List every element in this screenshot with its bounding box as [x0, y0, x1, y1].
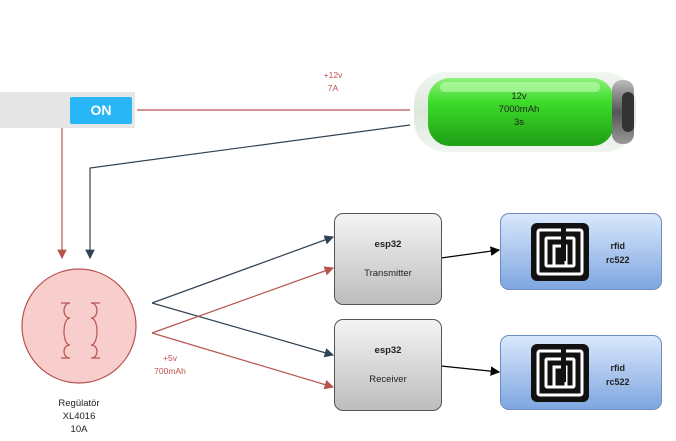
- transmitter-subtitle: Transmitter: [364, 268, 412, 279]
- regulator-model: XL4016: [62, 411, 96, 422]
- rfid-top-name: rfid: [610, 241, 626, 251]
- receiver-subtitle: Receiver: [369, 374, 407, 385]
- wire-transmitter-to-rfid: [440, 246, 501, 259]
- receiver-title: esp32: [374, 345, 402, 356]
- battery-capacity: 7000mAh: [498, 104, 540, 115]
- battery-cells: 3s: [513, 117, 525, 128]
- wire-battery-to-regulator: [85, 124, 411, 260]
- output-wire-label: +5v 700mAh: [148, 352, 192, 378]
- regulator-label: Regülatör XL4016 10A: [39, 397, 119, 436]
- battery-label: 12v 7000mAh 3s: [484, 90, 554, 129]
- rfid-top-label: rfid rc522: [606, 239, 630, 267]
- rfid-top-model: rc522: [606, 255, 630, 265]
- wire-pos-to-transmitter: [151, 266, 335, 334]
- wire-pos-to-receiver: [151, 332, 335, 390]
- esp32-receiver-box[interactable]: esp32 Receiver: [334, 319, 442, 411]
- rfid-module-top[interactable]: rfid rc522: [500, 213, 662, 290]
- regulator-current: 10A: [70, 424, 88, 435]
- top-wire-current: 7A: [327, 83, 339, 93]
- power-switch-on-button[interactable]: ON: [70, 97, 132, 124]
- nfc-icon: [531, 223, 589, 281]
- rfid-bottom-model: rc522: [606, 377, 630, 387]
- wire-neg-to-receiver: [151, 302, 335, 358]
- battery-voltage: 12v: [511, 91, 527, 102]
- transmitter-title: esp32: [374, 239, 402, 250]
- wire-neg-to-transmitter: [151, 235, 335, 304]
- regulator-name: Regülatör: [58, 398, 100, 409]
- regulator-symbol: [21, 268, 137, 384]
- top-wire-voltage: +12v: [323, 70, 343, 80]
- output-voltage: +5v: [163, 353, 177, 363]
- top-wire-label: +12v 7A: [313, 69, 353, 95]
- esp32-transmitter-box[interactable]: esp32 Transmitter: [334, 213, 442, 305]
- rfid-bottom-name: rfid: [610, 363, 626, 373]
- nfc-icon: [531, 344, 589, 402]
- battery-icon: [414, 72, 636, 152]
- output-current: 700mAh: [154, 366, 186, 376]
- rfid-module-bottom[interactable]: rfid rc522: [500, 335, 662, 410]
- rfid-bottom-label: rfid rc522: [606, 361, 630, 389]
- wire-receiver-to-rfid: [440, 365, 501, 376]
